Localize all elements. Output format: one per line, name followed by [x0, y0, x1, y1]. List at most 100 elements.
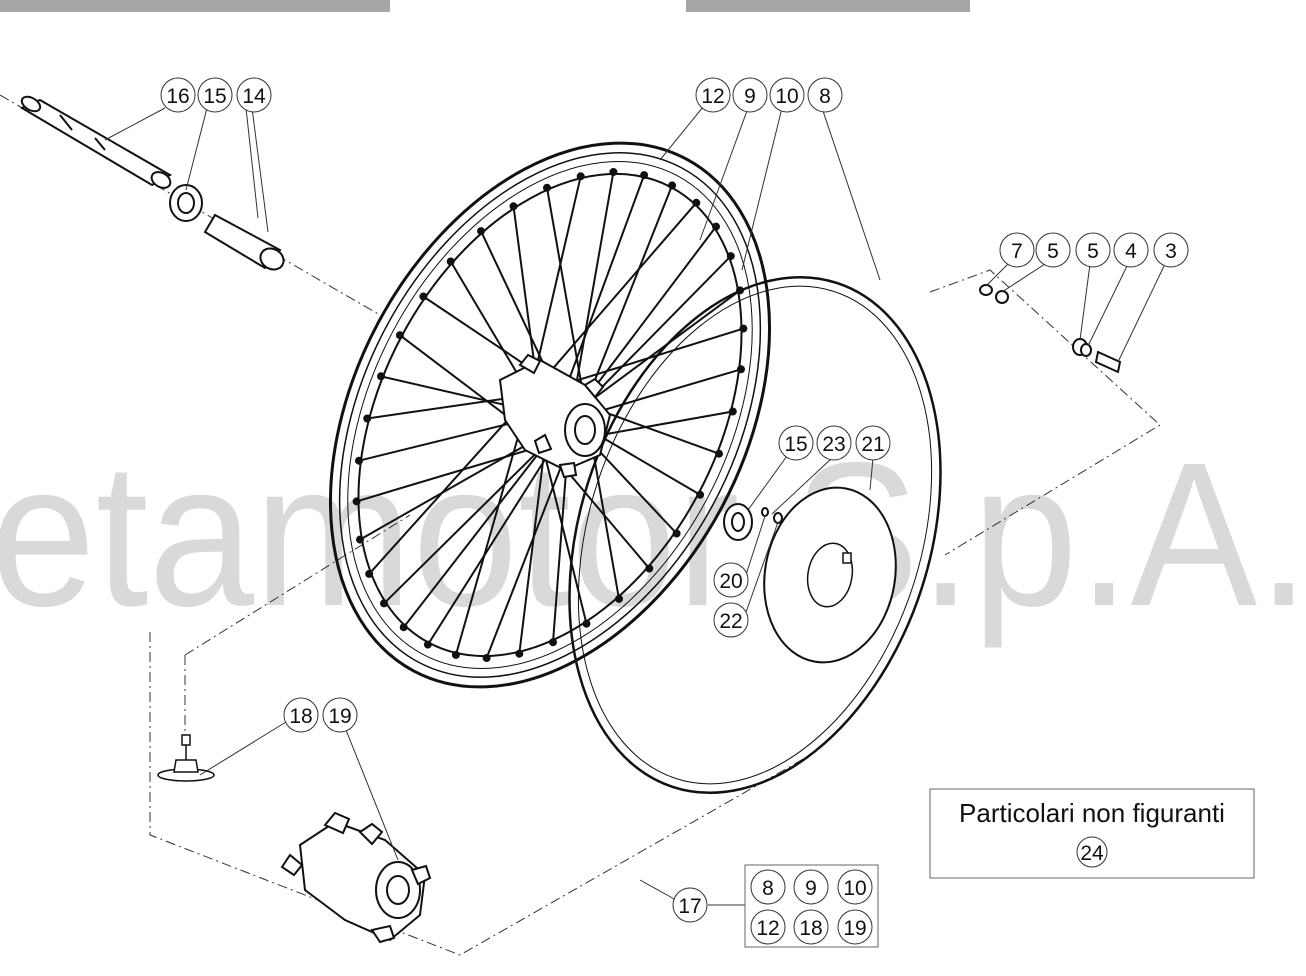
spoke-nipple [712, 222, 720, 231]
spoke-nipple [380, 599, 388, 608]
callout-c3-circle [1153, 232, 1189, 268]
spoke-nipple [423, 640, 432, 649]
spoke-nipple [355, 456, 363, 465]
callout-c20-circle [713, 562, 749, 598]
watermark-text: etamotor S.p.A. [0, 420, 1306, 649]
callout-c18-circle [283, 697, 319, 733]
callout-c7-circle [999, 232, 1035, 268]
note-part-number: 24 [1080, 842, 1104, 865]
callout-c14-circle [236, 77, 272, 113]
kit-17-part-circle [793, 869, 829, 905]
spokes [352, 168, 748, 662]
header-bar-left [0, 0, 390, 12]
callout-c16-circle [160, 77, 196, 113]
spoke-nipple [668, 181, 677, 190]
callout-c8-circle [807, 77, 843, 113]
spoke-nipple [395, 331, 404, 340]
spoke [402, 444, 546, 628]
callout-c22-circle [713, 602, 749, 638]
callout-c3: 3 [1165, 240, 1177, 263]
callout-c9: 9 [744, 85, 756, 108]
kit-17-part: 18 [799, 917, 822, 940]
tire-band [568, 275, 942, 795]
spoke-nipple [640, 171, 649, 180]
tire-lock-group [157, 734, 215, 782]
spoke-nipple [672, 529, 681, 538]
callout-c15b: 15 [784, 433, 807, 456]
callout-c8: 8 [819, 85, 831, 108]
spoke-nipple [615, 594, 623, 603]
hub-exploded [280, 811, 432, 944]
callout-c5b: 5 [1087, 240, 1099, 263]
callout-c4: 4 [1125, 240, 1137, 263]
header-bar-right [686, 0, 970, 12]
callout-c20: 20 [719, 570, 742, 593]
spoke [529, 202, 698, 396]
spoke-nipple [419, 292, 428, 301]
spoke [569, 171, 615, 421]
callout-c12: 12 [701, 85, 724, 108]
spoke-nipple [736, 286, 744, 295]
washer-22 [773, 512, 783, 524]
washer-4 [1080, 343, 1092, 357]
kit-17-part-circle [837, 909, 873, 945]
spoke-nipple [726, 252, 735, 261]
kit-17-part: 10 [843, 877, 866, 900]
spoke-nipple [737, 365, 745, 374]
wheel-hub [498, 353, 612, 479]
callout-c23: 23 [822, 433, 845, 456]
bearing-15 [169, 184, 203, 222]
spoke-nipple [446, 257, 455, 266]
callout-c15a: 15 [203, 85, 226, 108]
kit-17-part: 19 [843, 917, 866, 940]
bolt-3 [1094, 350, 1122, 374]
spoke-nipple [356, 535, 364, 544]
callout-c22: 22 [719, 610, 742, 633]
spoke-nipple [576, 172, 585, 181]
spoke-nipple [739, 324, 748, 333]
spoke-nipple [482, 654, 491, 662]
callout-c17: 17 [678, 895, 701, 918]
spoke-nipple [549, 638, 557, 647]
wheel-assembly [329, 141, 942, 795]
spoke [584, 185, 674, 406]
axle-group [19, 95, 285, 271]
spoke [584, 289, 741, 406]
callout-c9-circle [732, 77, 768, 113]
spacer-14 [203, 213, 285, 271]
spoke-nipple [399, 623, 408, 632]
spoke-nipple [509, 202, 518, 211]
callout-c21-circle [855, 425, 891, 461]
spoke-nipple [477, 227, 485, 236]
callout-c10: 10 [775, 85, 798, 108]
callout-c23-circle [816, 425, 852, 461]
kit-17-box [744, 864, 879, 948]
kit-17-part-circle [837, 869, 873, 905]
spoke [518, 444, 546, 654]
callout-c4-circle [1113, 232, 1149, 268]
leader-lines [104, 106, 1166, 906]
callout-c19: 19 [328, 705, 351, 728]
callout-c12-circle [695, 77, 731, 113]
spoke-nipple [582, 619, 591, 628]
kit-17-part-circle [750, 869, 786, 905]
washer-5a [995, 290, 1009, 304]
callout-c5a-circle [1035, 232, 1071, 268]
spoke [356, 444, 546, 503]
kit-17-part: 8 [762, 877, 774, 900]
callout-c5b-circle [1075, 232, 1111, 268]
spoke-nipple [377, 372, 385, 381]
kit-17-part: 12 [756, 917, 779, 940]
brake-disc [763, 486, 897, 664]
spoke-nipple [515, 649, 524, 658]
callout-c7: 7 [1011, 240, 1023, 263]
callout-c14: 14 [242, 85, 266, 108]
note-title: Particolari non figuranti [959, 798, 1225, 828]
callout-c17-circle [672, 887, 708, 923]
callout-c5a: 5 [1047, 240, 1059, 263]
callout-c19-circle [322, 697, 358, 733]
spoke-nipple [365, 569, 374, 578]
spoke-nipple [609, 168, 618, 176]
callout-c16: 16 [166, 85, 189, 108]
